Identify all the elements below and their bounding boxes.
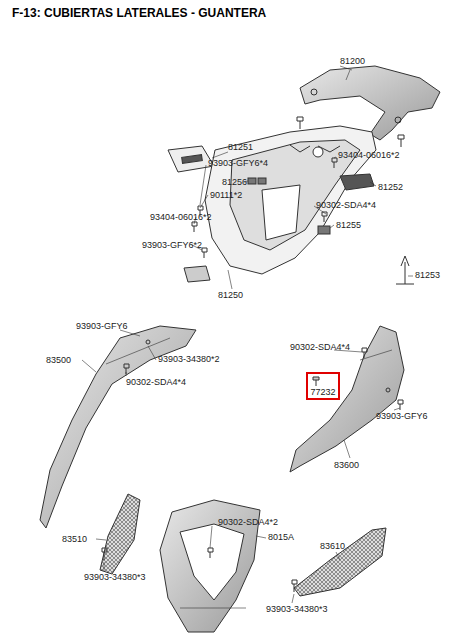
callout-number: 93903-GFY6*2 [142, 240, 202, 250]
callout-number: 90302-SDA4*2 [218, 517, 278, 527]
callout-number: 90111*2 [210, 190, 242, 200]
callout-number: 93903-GFY6 [76, 321, 128, 331]
highlight-box: 77232 [306, 372, 340, 400]
callout-number: 93404-06016*2 [150, 212, 212, 222]
callout-number: 90302-SDA4*4 [290, 342, 350, 352]
callout-number: 81200 [340, 56, 365, 66]
callout-number: 81251 [228, 142, 253, 152]
callout-number: 90302-SDA4*4 [316, 200, 376, 210]
callout-number: 81256 [222, 177, 247, 187]
diagram-title: F-13: CUBIERTAS LATERALES - GUANTERA [12, 6, 266, 20]
callout-number: 8015A [268, 532, 294, 542]
callout-number: 93903-GFY6 [376, 411, 428, 421]
callout-number: 93903-GFY6*4 [208, 158, 268, 168]
screw-icon [311, 375, 323, 387]
callout-number: 81250 [218, 290, 243, 300]
callout-number: 83500 [46, 355, 71, 365]
callout-number: 93903-34380*2 [158, 354, 220, 364]
callout-number: 81253 [415, 270, 440, 280]
callout-number: 83600 [334, 460, 359, 470]
callout-number: 93903-34380*3 [84, 572, 146, 582]
callout-number: 93404-06016*2 [338, 150, 400, 160]
callout-number: 83610 [320, 541, 345, 551]
callout-number: 81255 [336, 220, 361, 230]
callout-number: 77232 [308, 387, 338, 397]
callout-number: 83510 [62, 534, 87, 544]
callout-number: 81252 [378, 182, 403, 192]
callout-number: 90302-SDA4*4 [126, 377, 186, 387]
callout-number: 93903-34380*3 [266, 604, 328, 614]
